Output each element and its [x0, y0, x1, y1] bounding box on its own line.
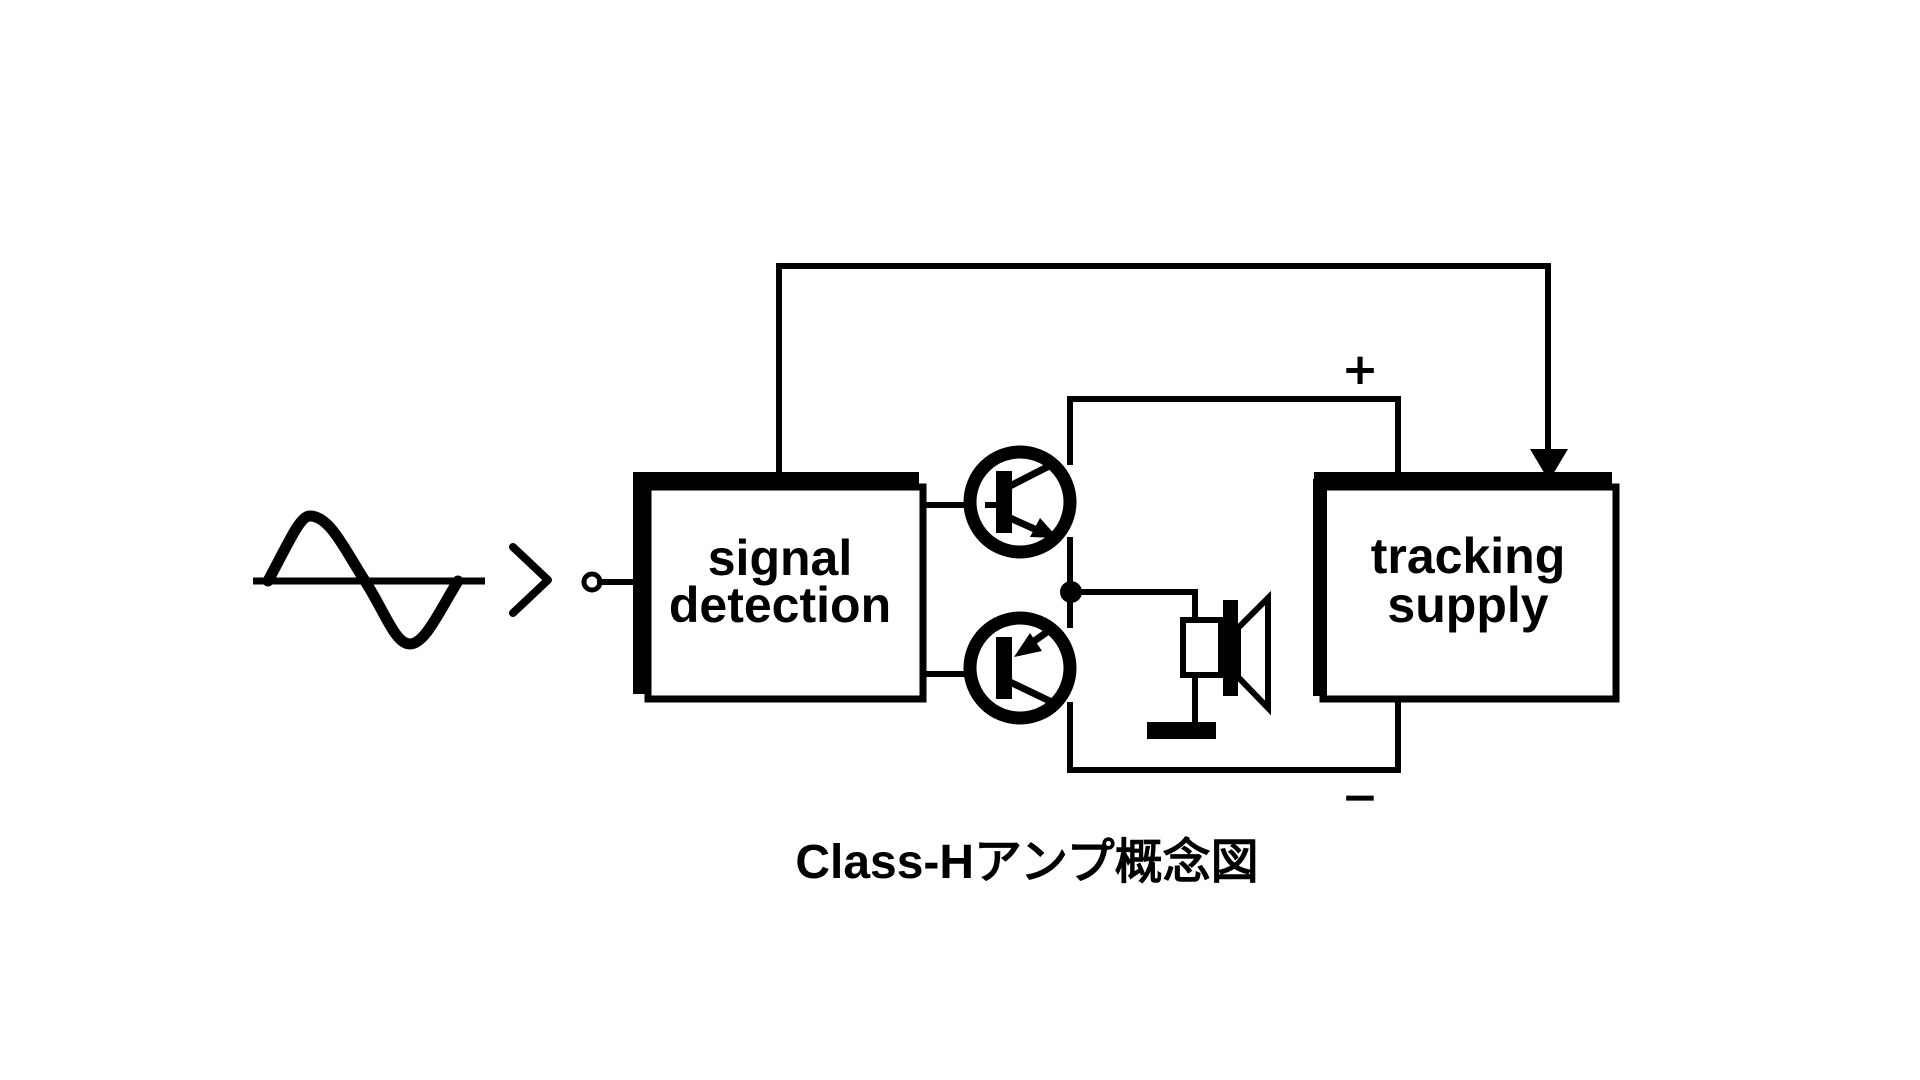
signal-detection-block: signal detection — [633, 472, 927, 703]
speaker-magnet — [1223, 600, 1238, 696]
speaker-cone — [1235, 590, 1271, 716]
speaker-feed-wire — [1068, 589, 1198, 621]
diagram-caption: Class-Hアンプ概念図 — [795, 835, 1258, 889]
speaker-voice-coil — [1180, 617, 1224, 678]
sine-wave-source-icon — [253, 510, 485, 650]
tracking-supply-block: tracking supply — [1313, 472, 1620, 703]
amplifier-chevron-icon — [509, 543, 552, 617]
positive-rail-wire — [1067, 396, 1401, 481]
signal-detection-label-line2: detection — [669, 577, 891, 633]
positive-polarity-label: + — [1342, 344, 1379, 395]
feedback-wire — [776, 263, 1568, 481]
feedback-arrow-head — [1530, 449, 1568, 481]
npn-transistor-icon — [963, 445, 1077, 559]
signal-detection-box — [644, 483, 927, 703]
pnp-emitter-arrow — [1014, 633, 1042, 657]
pnp-transistor-body — [963, 611, 1077, 725]
sine-curve — [262, 510, 464, 650]
pnp-collector-lead — [1008, 678, 1060, 709]
tracking-supply-label-line1: tracking — [1371, 528, 1566, 584]
negative-rail-wire — [1067, 697, 1401, 773]
ground-icon — [1147, 722, 1216, 739]
npn-emitter-arrow — [1030, 518, 1058, 538]
npn-base-bar — [996, 471, 1012, 533]
pnp-transistor-icon — [963, 611, 1077, 725]
input-terminal — [581, 571, 639, 593]
pnp-base-bar — [996, 637, 1012, 699]
tracking-supply-label-line2: supply — [1387, 577, 1548, 633]
negative-polarity-label: − — [1342, 772, 1379, 823]
feedback-path — [776, 263, 1551, 480]
speaker-icon — [1180, 590, 1271, 727]
npn-collector-lead — [1008, 459, 1057, 490]
signal-detection-label-line1: signal — [708, 530, 852, 586]
